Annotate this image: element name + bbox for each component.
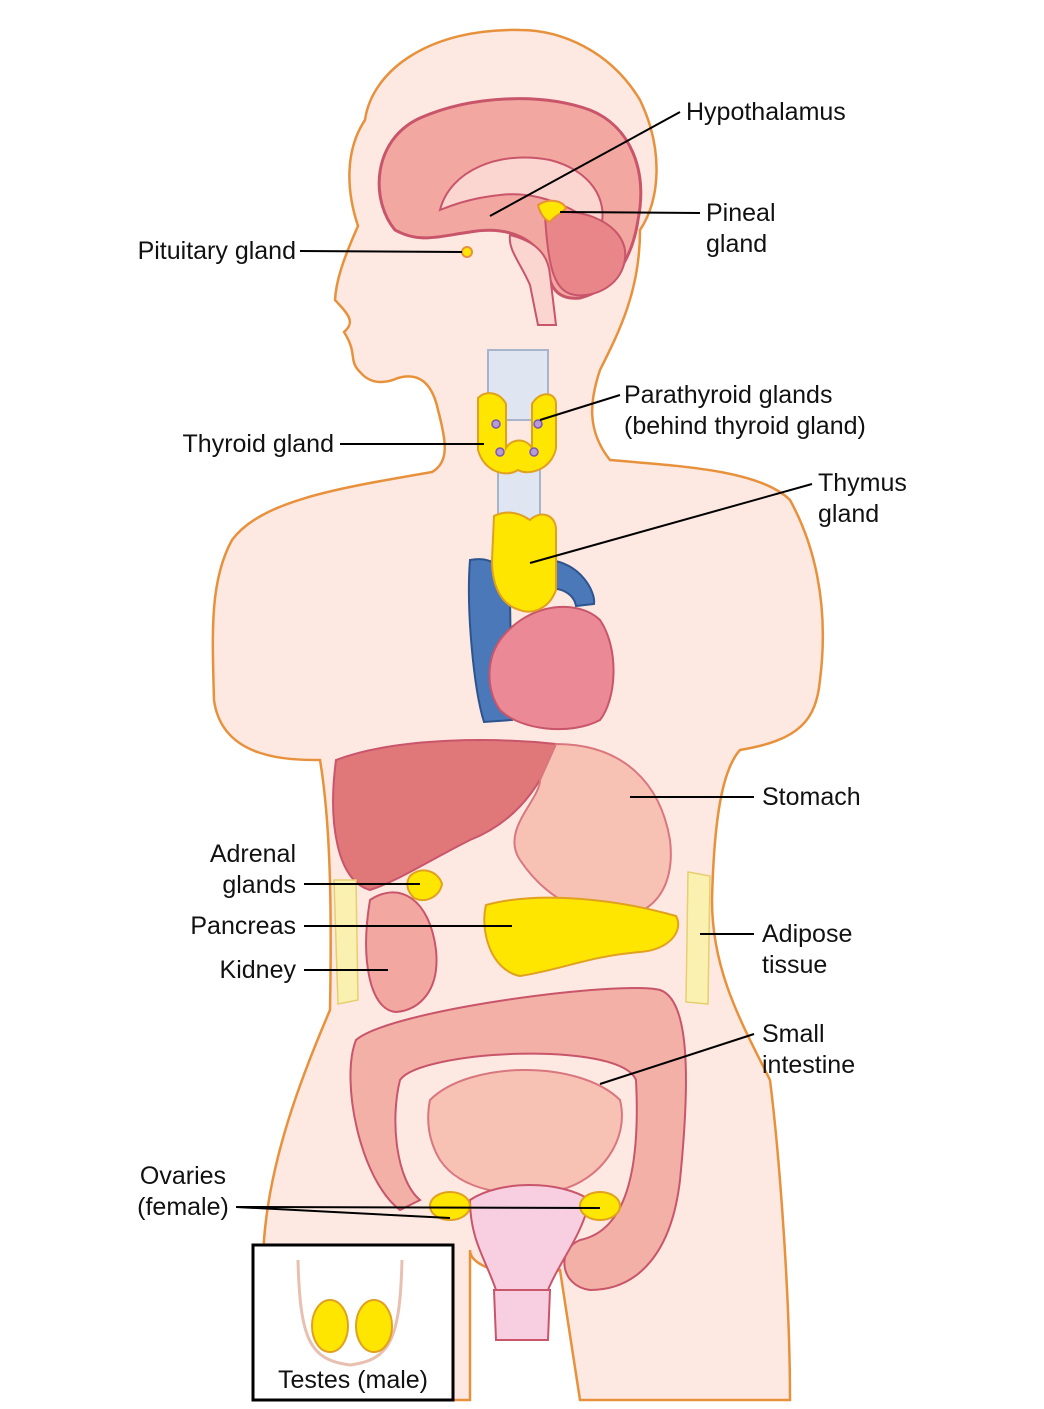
liver	[332, 739, 558, 892]
parathyroid-dot	[495, 447, 505, 457]
label-kidney: Kidney	[219, 956, 296, 984]
parathyroid-dot	[529, 447, 539, 457]
cervix	[492, 1289, 552, 1341]
adipose-tissue-right	[685, 871, 711, 1005]
pituitary-gland-shape	[461, 246, 473, 258]
brainstem	[508, 233, 558, 326]
leader-small-intestine	[599, 1033, 755, 1085]
leader-lines	[235, 111, 813, 1219]
label-hypothalamus: Hypothalamus	[686, 98, 846, 126]
large-intestine	[349, 987, 687, 1292]
testis-right	[355, 1299, 393, 1353]
leader-pineal	[559, 211, 701, 214]
parathyroid-dot	[491, 419, 501, 429]
leader-parathyroid	[539, 394, 621, 421]
small-intestine-shape	[427, 1069, 623, 1195]
cerebellum	[543, 210, 627, 297]
label-testes: Testes (male)	[277, 1366, 429, 1394]
label-ovaries: Ovaries(female)	[137, 1162, 229, 1221]
testes-inset-box	[251, 1243, 455, 1402]
testis-left	[311, 1299, 349, 1353]
leader-ovary-right	[235, 1206, 601, 1209]
label-pancreas: Pancreas	[190, 912, 296, 940]
leader-thymus	[529, 483, 813, 564]
uterus	[468, 1184, 592, 1291]
kidney-shape	[365, 891, 438, 1014]
adrenal-gland-shape	[406, 869, 444, 902]
pineal-gland-shape	[536, 199, 568, 224]
scrotum-outline	[296, 1259, 404, 1367]
thymus-gland-shape	[490, 511, 557, 613]
ovary-left	[429, 1191, 471, 1221]
label-stomach: Stomach	[762, 783, 861, 811]
parathyroid-dot	[533, 419, 543, 429]
adipose-tissue-left	[333, 879, 359, 1005]
label-pituitary-gland: Pituitary gland	[137, 237, 296, 265]
heart	[488, 605, 615, 731]
leader-pituitary	[299, 250, 463, 253]
leader-ovary-left	[235, 1206, 451, 1219]
pancreas-shape	[483, 896, 680, 978]
leader-hypothalamus	[489, 111, 681, 217]
label-parathyroid-glands: Parathyroid glands(behind thyroid gland)	[624, 381, 866, 440]
ovary-right	[579, 1191, 621, 1221]
label-thyroid-gland: Thyroid gland	[182, 430, 334, 458]
